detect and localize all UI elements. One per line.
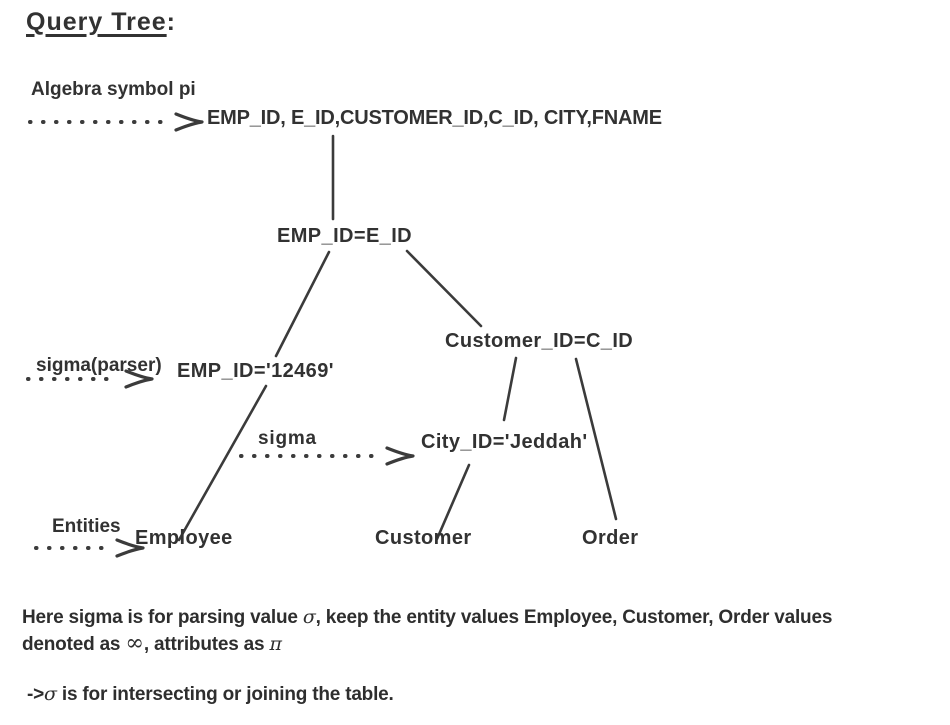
selection2-node: City_ID='Jeddah' (421, 431, 588, 453)
infinity-symbol: ∞ (125, 630, 144, 656)
note-text: , keep the entity values Employee, Custo… (315, 607, 833, 628)
note-text: denoted as (22, 634, 126, 655)
sigma-parser-dotted-arrow (26, 369, 154, 389)
sigma-symbol: σ (302, 606, 316, 628)
arrowhead-icon (124, 369, 154, 389)
arrowhead-icon (115, 538, 145, 558)
sigma-dotted-arrow (239, 446, 415, 466)
entities-annotation-label: Entities (52, 516, 121, 537)
selection1-node: EMP_ID='12469' (177, 360, 334, 382)
page-title-colon: : (166, 8, 176, 36)
note-text: is for intersecting or joining the table… (56, 684, 394, 705)
pi-dotted-arrow (28, 112, 204, 132)
note-text: , attributes as (143, 634, 270, 655)
sigma-parser-annotation-label: sigma(parser) (36, 355, 162, 376)
sigma-symbol: σ (44, 683, 57, 705)
join2-node: Customer_ID=C_ID (445, 330, 634, 352)
sigma-annotation-label: sigma (258, 428, 317, 449)
edge-selection1-employee (177, 384, 268, 542)
pi-symbol: π (269, 633, 282, 655)
note-text: Here sigma is for parsing value (22, 607, 303, 628)
leaf-node-order: Order (582, 527, 639, 549)
join1-node: EMP_ID=E_ID (277, 225, 413, 247)
leaf-node-employee: Employee (135, 527, 233, 549)
arrowhead-icon (385, 446, 415, 466)
sigma-note-paragraph: ->σ is for intersecting or joining the t… (27, 681, 394, 708)
edge-join1-join2 (405, 249, 483, 328)
projection-node: EMP_ID, E_ID,CUSTOMER_ID,C_ID, CITY,FNAM… (207, 107, 662, 129)
page-title: Query Tree: (26, 8, 176, 37)
pi-annotation-label: Algebra symbol pi (31, 79, 196, 100)
notes-paragraph: Here sigma is for parsing value σ, keep … (22, 604, 942, 658)
edge-join2-selection2 (502, 356, 518, 422)
edge-join2-order (574, 357, 618, 521)
leaf-node-customer: Customer (375, 527, 472, 549)
note-text: -> (27, 684, 45, 705)
page-title-text: Query Tree (26, 8, 167, 36)
edge-selection2-customer (435, 463, 471, 541)
arrowhead-icon (174, 112, 204, 132)
edge-join1-selection1 (274, 250, 331, 358)
entities-dotted-arrow (34, 538, 145, 558)
